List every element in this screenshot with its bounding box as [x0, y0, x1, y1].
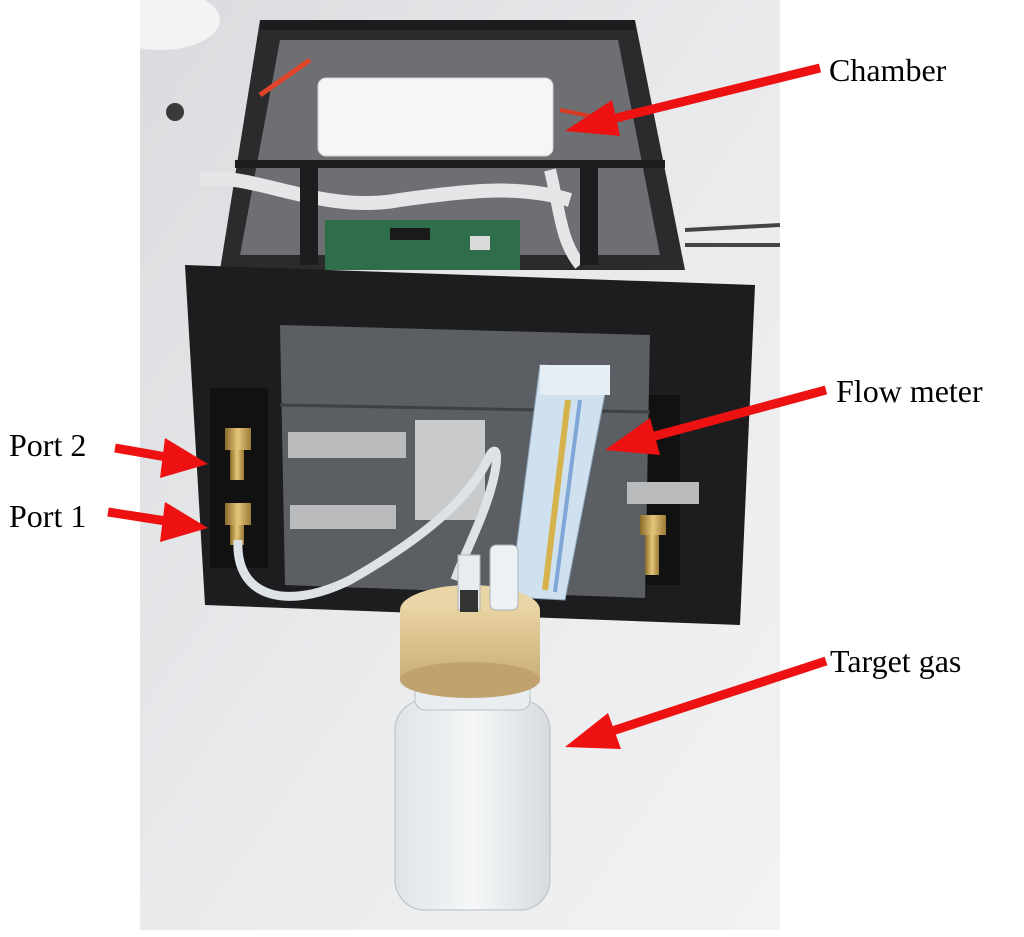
- flow-meter-label: Flow meter: [836, 373, 983, 409]
- port-2-label: Port 2: [9, 427, 87, 463]
- port-2-fitting: [225, 428, 251, 480]
- circuit-board: [325, 220, 520, 270]
- background-object: [140, 0, 220, 50]
- gas-tubing: [233, 446, 501, 601]
- chamber-label: Chamber: [829, 52, 947, 88]
- chamber-box: [317, 77, 554, 157]
- open-chassis: [198, 20, 780, 270]
- bench-hole: [166, 103, 184, 121]
- flow-meter-tube: [509, 364, 611, 601]
- right-port-fitting: [640, 515, 666, 575]
- port-1-label: Port 1: [9, 498, 87, 534]
- target-gas-label: Target gas: [830, 643, 962, 679]
- device-photo: [140, 0, 780, 930]
- target-gas-bottle: [394, 544, 551, 911]
